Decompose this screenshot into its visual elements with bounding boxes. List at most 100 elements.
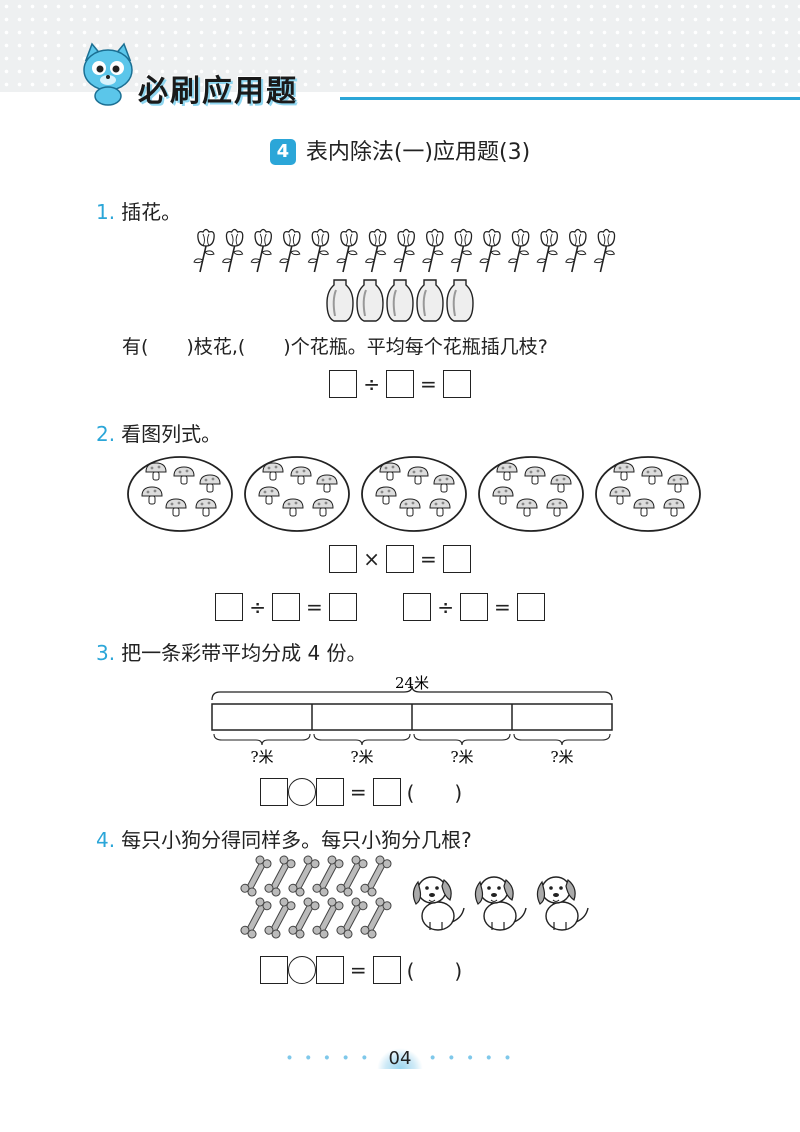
- question-4-title: 4.每只小狗分得同样多。每只小狗分几根?: [96, 824, 472, 853]
- page-footer: • • • • • 04 • • • • •: [0, 1048, 800, 1069]
- mushroom-icon: [258, 486, 280, 505]
- bone-icon: [240, 855, 272, 897]
- question-1-number: 1.: [96, 200, 116, 224]
- question-1-title: 1.插花。: [96, 196, 181, 225]
- flower-row: [193, 228, 616, 273]
- ribbon-segment-label: ?米: [250, 748, 273, 766]
- ribbon-segment-label: ?米: [350, 748, 373, 766]
- unit-paren[interactable]: ( ): [406, 781, 463, 805]
- bone-icon: [336, 897, 368, 939]
- dog-group: [412, 876, 589, 931]
- dog-icon: [536, 876, 589, 931]
- mushroom-icon: [141, 486, 163, 505]
- vase-row: [326, 279, 474, 322]
- mushroom-icon: [195, 498, 217, 517]
- flower-icon: [364, 228, 387, 273]
- flower-icon: [450, 228, 473, 273]
- question-3-number: 3.: [96, 641, 116, 665]
- mushroom-icon: [173, 466, 195, 485]
- flower-icon: [250, 228, 272, 273]
- mushroom-icon: [290, 466, 312, 485]
- answer-box[interactable]: [442, 370, 471, 398]
- answer-box[interactable]: [386, 545, 414, 573]
- vase-icon: [356, 279, 384, 322]
- answer-box[interactable]: [259, 955, 288, 984]
- vase-icon: [446, 279, 474, 322]
- mushroom-icon: [282, 498, 304, 517]
- bone-icon: [288, 855, 320, 897]
- answer-box[interactable]: [315, 777, 344, 806]
- bone-icon: [264, 897, 296, 939]
- bone-icon: [336, 855, 368, 897]
- answer-box[interactable]: [516, 593, 545, 621]
- answer-box[interactable]: [259, 777, 288, 806]
- mushroom-icon: [429, 498, 451, 517]
- mushroom-icon: [663, 498, 685, 517]
- flower-icon: [193, 228, 215, 273]
- question-2-title: 2.看图列式。: [96, 418, 221, 447]
- flower-icon: [422, 228, 444, 273]
- question-3-equation: =( ): [0, 777, 764, 806]
- ribbon-segment-label: ?米: [550, 748, 573, 766]
- bone-icon: [288, 897, 320, 939]
- answer-box[interactable]: [403, 593, 432, 621]
- bone-icon: [240, 897, 272, 939]
- mushroom-group: [361, 456, 467, 532]
- mushroom-icon: [199, 474, 221, 493]
- section-number: 4: [269, 139, 296, 165]
- ribbon-total-label: 24米: [395, 674, 429, 692]
- answer-box[interactable]: [315, 955, 344, 984]
- answer-box[interactable]: [442, 545, 471, 573]
- mushroom-groups: [127, 456, 701, 532]
- flower-icon: [279, 228, 301, 273]
- answer-box[interactable]: [272, 593, 300, 621]
- ribbon-segment-label: ?米: [450, 748, 473, 766]
- mushroom-icon: [316, 474, 338, 493]
- mushroom-icon: [667, 474, 689, 493]
- unit-paren[interactable]: ( ): [406, 959, 463, 983]
- answer-box[interactable]: [460, 593, 488, 621]
- mushroom-group: [127, 456, 233, 532]
- bone-icon: [312, 855, 344, 897]
- answer-box[interactable]: [329, 370, 358, 398]
- answer-box[interactable]: [215, 593, 244, 621]
- mushroom-icon: [262, 462, 284, 481]
- brand-title: 必刷应用题: [138, 74, 298, 109]
- question-3-title: 3.把一条彩带平均分成 4 份。: [96, 637, 367, 666]
- question-4-number: 4.: [96, 828, 116, 852]
- operator-circle[interactable]: [287, 777, 316, 806]
- mushroom-icon: [613, 462, 635, 481]
- answer-box[interactable]: [372, 777, 401, 806]
- answer-box[interactable]: [328, 593, 357, 621]
- mushroom-group: [478, 456, 584, 532]
- flower-icon: [593, 228, 616, 273]
- operator-circle[interactable]: [287, 955, 316, 984]
- mascot-icon: [83, 42, 133, 106]
- mushroom-icon: [546, 498, 568, 517]
- answer-box[interactable]: [386, 370, 414, 398]
- mushroom-icon: [165, 498, 187, 517]
- question-3-text: 把一条彩带平均分成 4 份。: [121, 641, 367, 665]
- answer-box[interactable]: [372, 955, 401, 984]
- flower-icon: [393, 228, 415, 273]
- question-4-equation: =( ): [0, 955, 764, 984]
- flower-icon: [479, 228, 501, 273]
- bone-icon: [360, 855, 392, 897]
- page-number: 04: [376, 1048, 424, 1069]
- flower-icon: [507, 228, 530, 273]
- flower-icon: [336, 228, 358, 273]
- question-2-equation-divide-a: ÷=: [0, 593, 686, 621]
- answer-box[interactable]: [329, 545, 358, 573]
- mushroom-icon: [379, 462, 401, 481]
- mushroom-icon: [433, 474, 455, 493]
- mushroom-icon: [550, 474, 572, 493]
- mushroom-group: [244, 456, 350, 532]
- footer-dots-right: • • • • •: [428, 1050, 515, 1067]
- question-1-fill-line: 有( )枝花,( )个花瓶。平均每个花瓶插几枝?: [122, 336, 548, 358]
- mushroom-icon: [524, 466, 546, 485]
- flower-icon: [536, 228, 558, 273]
- flower-icon: [307, 228, 330, 273]
- question-2-number: 2.: [96, 422, 116, 446]
- mushroom-icon: [609, 486, 631, 505]
- bone-icon: [360, 897, 392, 939]
